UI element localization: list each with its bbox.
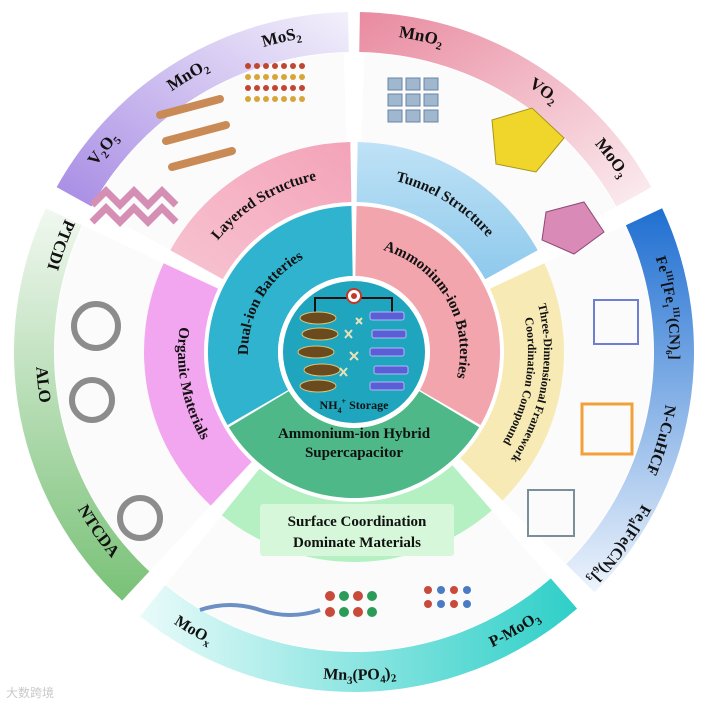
mos2-atom — [299, 74, 305, 80]
label-hybrid-line1: Ammonium-ion Hybrid — [278, 426, 431, 442]
tunnel-mno2-cell — [405, 77, 421, 91]
mn3po4-atom — [353, 591, 363, 601]
moo3-structure — [541, 201, 605, 255]
middle-segment-layered — [170, 142, 352, 280]
surface-label-box — [260, 504, 454, 556]
mos2-atom — [263, 74, 269, 80]
alo-molecule — [69, 377, 115, 423]
middle-segment-framework — [460, 263, 564, 501]
p-moo3-atom — [450, 586, 458, 594]
tunnel-mno2-cell — [423, 109, 439, 123]
mos2-atom — [281, 63, 287, 69]
mos2-atom — [245, 96, 251, 102]
mos2-atom — [272, 96, 278, 102]
mos2-atom — [299, 96, 305, 102]
mos2-atom — [272, 74, 278, 80]
mn3po4-atom — [325, 591, 335, 601]
core-label: NH4+ Storage — [320, 397, 390, 415]
mos2-atom — [299, 63, 305, 69]
outer-segment-layered — [56, 12, 349, 207]
outer-segment-surface — [140, 578, 578, 692]
mno2-layer — [168, 147, 236, 171]
p-moo3-atom — [437, 600, 445, 608]
mn3po4-atom — [353, 607, 363, 617]
inner-segment-ammonium-ion — [355, 206, 500, 425]
ntcda-molecule — [117, 495, 163, 541]
mos2-atom — [263, 96, 269, 102]
mos2-atom — [272, 85, 278, 91]
tunnel-mno2-cell — [387, 109, 403, 123]
structure-illustrations — [69, 63, 639, 617]
mos2-atom — [245, 85, 251, 91]
mos2-atom — [254, 74, 260, 80]
mos2-atom — [272, 63, 278, 69]
label-surface-line2: Dominate Materials — [293, 535, 421, 551]
vo2-structure — [491, 107, 565, 173]
p-moo3-atom — [437, 586, 445, 594]
watermark: 大数跨境 — [6, 686, 55, 700]
label-alo: ALO — [32, 366, 55, 404]
mos2-atom — [290, 63, 296, 69]
p-moo3-atom — [463, 586, 471, 594]
tunnel-mno2-cell — [405, 93, 421, 107]
mno2-layer — [162, 121, 230, 145]
mos2-atom — [281, 96, 287, 102]
mn3po4-atom — [339, 591, 349, 601]
mos2-atom — [254, 85, 260, 91]
mos2-atom — [290, 85, 296, 91]
mos2-atom — [263, 85, 269, 91]
p-moo3-atom — [424, 586, 432, 594]
mn3po4-atom — [367, 607, 377, 617]
mn3po4-atom — [367, 591, 377, 601]
mos2-atom — [299, 85, 305, 91]
ptcdi-molecule — [71, 301, 121, 351]
core-illustration — [297, 288, 409, 393]
mos2-atom — [281, 85, 287, 91]
tunnel-mno2-cell — [405, 109, 421, 123]
outer-segment-tunnel — [359, 12, 652, 207]
fe4-cube — [527, 489, 575, 537]
panel-organic — [54, 225, 215, 571]
tunnel-mno2-cell — [423, 93, 439, 107]
mos2-atom — [245, 63, 251, 69]
mn3po4-atom — [325, 607, 335, 617]
mn3po4-atom — [339, 607, 349, 617]
panel-framework — [498, 225, 653, 564]
outer-segment-organic — [14, 208, 150, 601]
mos2-atom — [254, 96, 260, 102]
mos2-atom — [290, 74, 296, 80]
p-moo3-atom — [450, 600, 458, 608]
tunnel-mno2-cell — [423, 77, 439, 91]
mos2-atom — [263, 63, 269, 69]
p-moo3-atom — [424, 600, 432, 608]
p-moo3-atom — [463, 600, 471, 608]
inner-segment-hybrid — [228, 391, 480, 498]
inner-segment-dual-ion — [208, 206, 353, 425]
ncuhcf-cube — [580, 402, 634, 456]
middle-segment-organic — [143, 263, 252, 506]
outer-segment-framework — [566, 208, 694, 593]
tunnel-mno2-cell — [387, 77, 403, 91]
label-surface-line1: Surface Coordination — [288, 514, 427, 530]
mos2-atom — [245, 74, 251, 80]
tunnel-mno2-cell — [387, 93, 403, 107]
middle-segment-tunnel — [356, 142, 538, 280]
outer-ring — [14, 12, 694, 692]
v2o5-structure — [89, 186, 179, 227]
moox-structure — [199, 603, 321, 617]
label-mn3po4: Mn3(PO4)2 — [323, 665, 398, 687]
mos2-atom — [281, 74, 287, 80]
mos2-atom — [254, 63, 260, 69]
fe-framework-cube — [593, 299, 639, 345]
mno2-layer — [156, 95, 224, 119]
mos2-atom — [290, 96, 296, 102]
inner-ring — [208, 206, 500, 498]
label-hybrid-line2: Supercapacitor — [305, 445, 403, 461]
